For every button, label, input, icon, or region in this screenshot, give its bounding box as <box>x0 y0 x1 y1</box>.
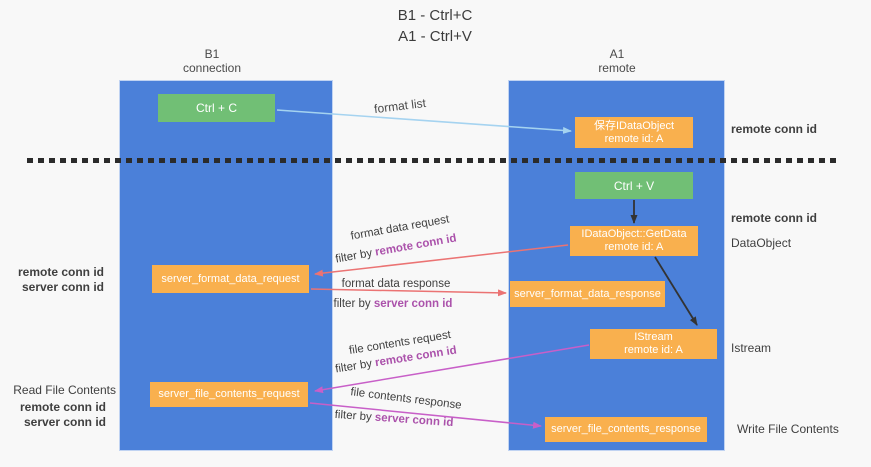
annotation-left-server-conn-id-1: server conn id <box>21 280 104 294</box>
lifeline-a1-role: remote <box>598 61 636 75</box>
filter-prefix: filter by <box>334 408 376 424</box>
lifeline-header-a1: A1 remote <box>557 47 677 75</box>
annotation-left-remote-conn-id-1: remote conn id <box>17 265 104 279</box>
annotation-remote-conn-id-top: remote conn id <box>731 122 818 136</box>
label-format-list: format list <box>373 95 427 117</box>
filter-prefix: filter by <box>334 357 377 376</box>
node-idataobject-getdata: IDataObject::GetData remote id: A <box>570 226 698 256</box>
node-server-format-data-request: server_format_data_request <box>152 265 309 293</box>
filter-prefix: filter by <box>334 246 377 266</box>
node-ctrl-c-label: Ctrl + C <box>195 101 237 115</box>
annotation-read-file-contents: Read File Contents <box>13 383 116 397</box>
diagram-title-line1: B1 - Ctrl+C <box>397 7 473 24</box>
node-server-file-contents-request-label: server_file_contents_request <box>158 388 300 400</box>
node-istream-line1: IStream <box>634 331 673 343</box>
node-server-file-contents-request: server_file_contents_request <box>150 382 308 407</box>
node-ctrl-v-label: Ctrl + V <box>613 178 655 193</box>
filter-key-server-conn-id: server conn id <box>373 298 453 310</box>
node-server-file-contents-response: server_file_contents_response <box>545 417 707 442</box>
node-server-format-data-response-label: server_format_data_response <box>514 287 661 300</box>
node-server-format-data-request-label: server_format_data_request <box>161 272 300 285</box>
node-istream: IStream remote id: A <box>590 329 717 359</box>
node-idataobject-getdata-line1: IDataObject::GetData <box>581 228 687 240</box>
label-file-contents-response: file contents response <box>349 386 463 412</box>
label-filter-server-1: filter by server conn id <box>334 298 453 310</box>
lifeline-b1-role: connection <box>182 61 242 75</box>
annotation-dataobject: DataObject <box>731 236 792 250</box>
node-istream-line2: remote id: A <box>624 344 683 356</box>
annotation-left-server-conn-id-2: server conn id <box>23 415 106 429</box>
annotation-left-remote-conn-id-2: remote conn id <box>19 400 106 414</box>
filter-prefix: filter by <box>333 298 374 310</box>
node-idataobject-getdata-line2: remote id: A <box>604 241 664 253</box>
annotation-istream: Istream <box>731 341 772 355</box>
node-server-file-contents-response-label: server_file_contents_response <box>551 423 701 435</box>
lifeline-b1-name: B1 <box>204 47 220 61</box>
filter-key-server-conn-id: server conn id <box>374 411 454 430</box>
label-filter-server-2: filter by server conn id <box>334 409 453 429</box>
lifeline-header-b1: B1 connection <box>152 47 272 75</box>
diagram-title: B1 - Ctrl+C A1 - Ctrl+V <box>285 5 585 47</box>
annotation-write-file-contents: Write File Contents <box>737 422 839 436</box>
diagram-title-line2: A1 - Ctrl+V <box>398 28 472 45</box>
node-save-idataobject: 保存IDataObject remote id: A <box>575 117 693 148</box>
node-server-format-data-response: server_format_data_response <box>510 281 665 307</box>
node-save-idataobject-line1: 保存IDataObject <box>593 119 675 132</box>
node-save-idataobject-line2: remote id: A <box>604 132 664 145</box>
annotation-remote-conn-id-mid: remote conn id <box>731 211 818 225</box>
node-ctrl-c: Ctrl + C <box>158 94 275 122</box>
lifeline-a1-name: A1 <box>609 47 625 61</box>
node-ctrl-v: Ctrl + V <box>575 172 693 199</box>
phase-separator-dashed-line <box>27 158 836 163</box>
label-format-data-response: format data response <box>341 278 451 290</box>
